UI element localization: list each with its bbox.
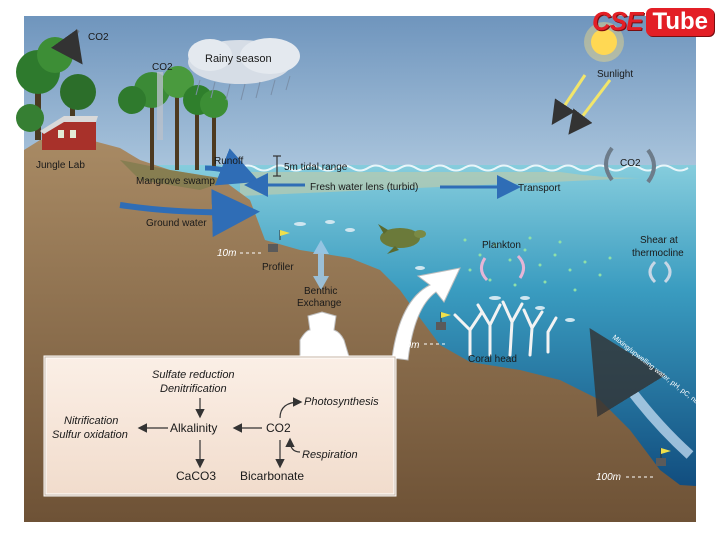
- mangrove-mud: [120, 160, 230, 190]
- inset-arrow-photosynthesis: [279, 397, 303, 419]
- label-depth-100m: 100m: [596, 472, 621, 483]
- shear-mixing-arrow: [648, 260, 672, 284]
- inset-arrow-respiration: [285, 437, 301, 453]
- label-coral-head: Coral head: [468, 354, 517, 365]
- sea-turtle: [378, 224, 426, 254]
- plankton-mixing-arrow: [480, 254, 525, 282]
- label-rainy-season: Rainy season: [205, 53, 272, 65]
- inset-photosynthesis: Photosynthesis: [304, 396, 379, 408]
- label-plankton: Plankton: [482, 240, 521, 251]
- inset-denitrification: Denitrification: [160, 383, 227, 395]
- label-tidal-range: 5m tidal range: [284, 162, 348, 173]
- benthic-exchange-arrow: [313, 240, 329, 290]
- label-benthic-line1: Benthic: [304, 286, 337, 297]
- label-fresh-water-lens: Fresh water lens (turbid): [310, 182, 418, 193]
- fresh-water-lens: [240, 172, 640, 196]
- profiler-instrument: [268, 230, 290, 252]
- sunlight-ray: [551, 74, 587, 125]
- label-depth-10m: 10m: [217, 248, 236, 259]
- label-depth-30m: 30m: [400, 340, 419, 351]
- callout-arrow-benthic: [299, 311, 351, 361]
- label-mangrove-swamp: Mangrove swamp: [136, 176, 215, 187]
- brand-logo-cse: CSE: [591, 6, 643, 36]
- coral-head: [453, 300, 558, 357]
- callout-arrow-plankton: [391, 267, 461, 361]
- fish-school: [294, 220, 575, 322]
- reef-instrument: [436, 312, 451, 330]
- inset-alkalinity: Alkalinity: [170, 421, 217, 435]
- label-shear-line2: thermocline: [632, 248, 684, 259]
- label-transport: Transport: [518, 183, 561, 194]
- label-runoff: Runoff: [214, 156, 244, 167]
- co2-exchange-arrow-ocean: [604, 146, 656, 184]
- label-co2-ocean: CO2: [620, 158, 641, 169]
- inset-bicarbonate: Bicarbonate: [240, 469, 304, 483]
- co2-exchange-arrow-land: [51, 28, 83, 65]
- inset-caco3: CaCO3: [176, 469, 216, 483]
- upwelling-arrow: [589, 327, 694, 459]
- biogeochemistry-inset: [43, 355, 397, 497]
- inset-sulfate-reduction: Sulfate reduction: [152, 369, 235, 381]
- ground-water-arrow: [119, 189, 260, 238]
- label-ground-water: Ground water: [146, 218, 207, 229]
- label-jungle-lab: Jungle Lab: [36, 160, 85, 171]
- label-shear-line1: Shear at: [640, 235, 678, 246]
- label-co2-mangrove: CO2: [152, 62, 173, 73]
- deep-instrument: [656, 448, 671, 466]
- inset-co2: CO2: [266, 421, 291, 435]
- brand-logo: CSE Tube: [592, 6, 714, 37]
- inset-respiration: Respiration: [302, 449, 358, 461]
- rain-cloud: [188, 38, 300, 101]
- label-profiler: Profiler: [262, 262, 294, 273]
- label-sunlight: Sunlight: [597, 69, 633, 80]
- label-benthic-line2: Exchange: [297, 298, 342, 309]
- ocean-surface: [239, 164, 689, 172]
- brand-logo-tube: Tube: [646, 7, 714, 36]
- label-co2-top-left: CO2: [88, 32, 109, 43]
- inset-nitrification: Nitrification: [64, 415, 118, 427]
- inset-sulfur-oxidation: Sulfur oxidation: [52, 429, 128, 441]
- sun-icon: [584, 22, 624, 62]
- sunlight-ray: [568, 79, 612, 135]
- jungle-lab-house: [40, 116, 98, 150]
- plankton-cloud: [463, 236, 612, 292]
- tidal-range-marker: [273, 155, 281, 177]
